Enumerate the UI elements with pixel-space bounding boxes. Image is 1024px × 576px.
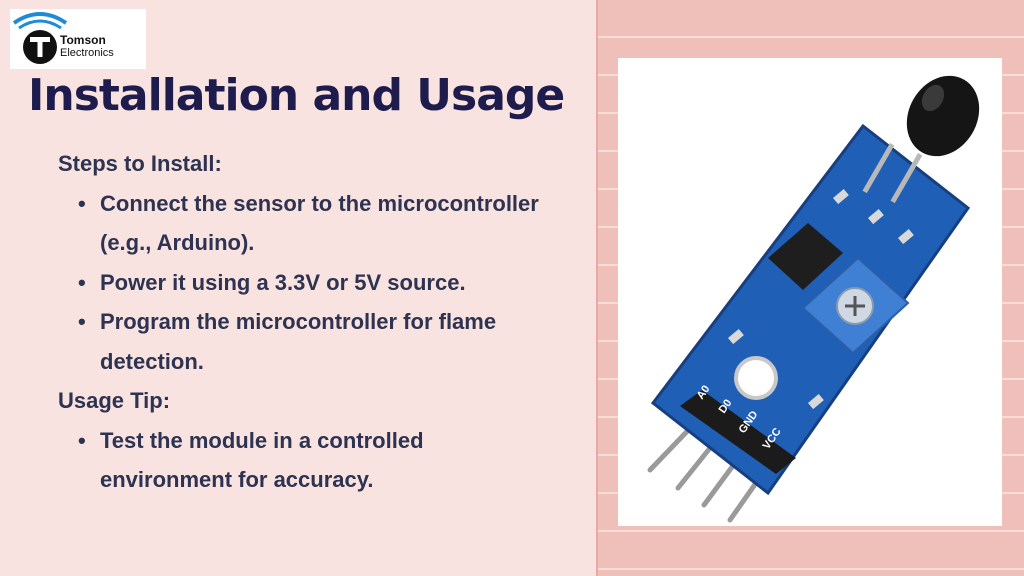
list-item: Power it using a 3.3V or 5V source. (78, 263, 558, 303)
sensor-photo-frame: A0 D0 GND VCC (618, 58, 1002, 526)
slide-content: Steps to Install: Connect the sensor to … (58, 144, 558, 500)
list-item: Test the module in a controlled environm… (78, 421, 558, 500)
company-logo: Tomson Electronics (10, 9, 146, 69)
section-heading-install: Steps to Install: (58, 151, 222, 176)
section-heading-usage: Usage Tip: (58, 388, 171, 413)
logo-name-line2: Electronics (60, 47, 114, 60)
flame-sensor-module-photo: A0 D0 GND VCC (647, 75, 980, 523)
slide-title: Installation and Usage (28, 70, 565, 121)
logo-name-line1: Tomson (60, 33, 106, 47)
usage-tips-list: Test the module in a controlled environm… (58, 421, 558, 500)
list-item: Connect the sensor to the microcontrolle… (78, 184, 558, 263)
install-steps-list: Connect the sensor to the microcontrolle… (58, 184, 558, 382)
list-item: Program the microcontroller for flame de… (78, 302, 558, 381)
tomson-logo-icon (12, 12, 68, 64)
logo-text: Tomson Electronics (60, 33, 114, 60)
